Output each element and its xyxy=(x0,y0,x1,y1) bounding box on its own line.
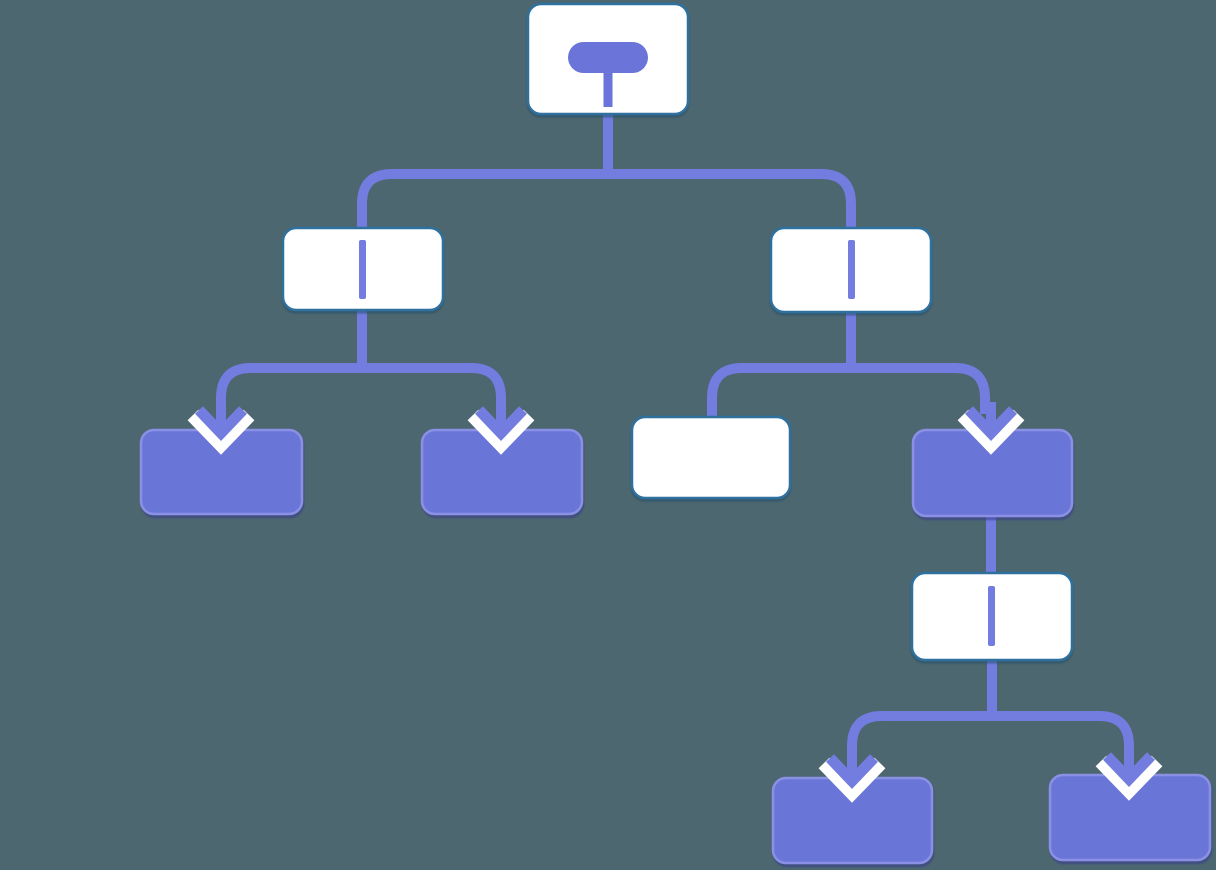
arrow-down-icon xyxy=(818,750,886,803)
edge-level1-split xyxy=(357,169,856,232)
node-root[interactable] xyxy=(526,2,690,116)
edge-right-split xyxy=(707,363,990,421)
nodes xyxy=(139,2,1212,865)
edge-left-split xyxy=(216,363,506,414)
node-branch-sub[interactable] xyxy=(910,571,1074,662)
arrow-down-icon xyxy=(1095,748,1163,801)
vertical-bar-icon xyxy=(848,240,855,299)
pill-with-stem-icon xyxy=(568,42,648,73)
arrows xyxy=(187,402,1163,803)
arrow-down-icon xyxy=(467,402,535,455)
node-branch-left[interactable] xyxy=(281,226,445,312)
vertical-bar-icon xyxy=(359,240,366,299)
pill-stem xyxy=(603,70,613,107)
node-child-right-white[interactable] xyxy=(630,415,792,500)
arrow-down-icon xyxy=(187,402,255,455)
edge-bottom-split xyxy=(847,711,1134,760)
vertical-bar-icon xyxy=(988,586,995,646)
connectors xyxy=(216,113,1134,760)
arrow-down-icon xyxy=(957,402,1025,455)
node-branch-right[interactable] xyxy=(769,226,933,314)
